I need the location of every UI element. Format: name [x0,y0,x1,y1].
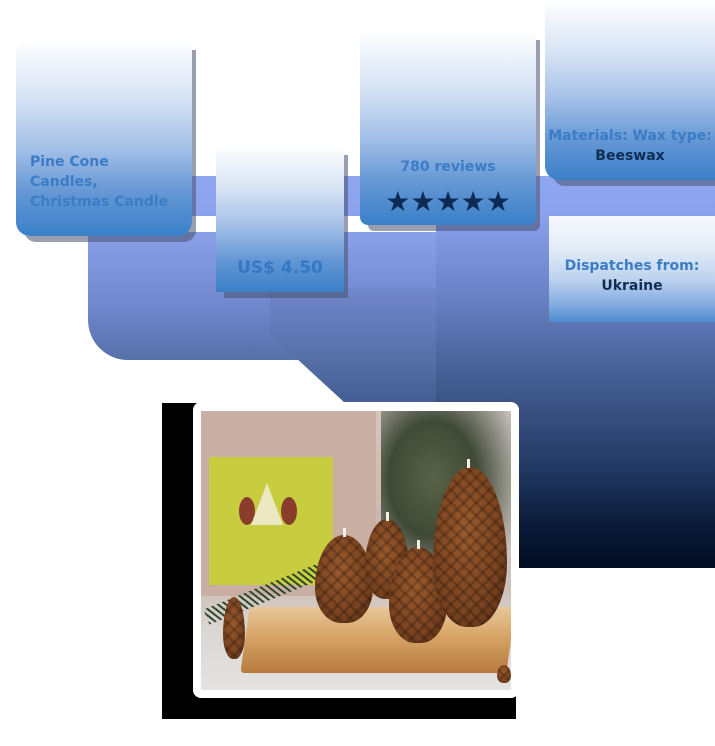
candle-wick [417,540,420,549]
dispatch-value: Ukraine [601,278,663,294]
candle-wick [467,459,470,468]
product-reviews-card: 780 reviews ★ ★ ★ ★ ★ [360,30,536,225]
star-icon: ★ [460,185,486,218]
logo-leaf-right [281,497,297,525]
star-rating: ★ ★ ★ ★ ★ [385,187,511,217]
materials-value: Beeswax [595,148,665,164]
logo-tree-icon [251,483,283,525]
candle-wick [386,512,389,521]
pine-cone-candle [433,467,507,627]
product-image[interactable] [201,411,511,690]
dispatch-card: Dispatches from: Ukraine [549,216,715,322]
star-icon: ★ [410,185,436,218]
dispatch-label: Dispatches from: [564,258,700,274]
small-pine-cone [497,665,511,683]
review-count: 780 reviews [400,159,496,175]
product-price-card: US$ 4.50 [216,145,344,292]
product-title-line-2: Christmas Candle [30,194,169,210]
product-title-line-1: Pine Cone Candles, [30,154,109,190]
materials-label: Materials: Wax type: [548,128,712,144]
star-icon: ★ [435,185,461,218]
star-icon: ★ [385,185,411,218]
candle-wick [343,528,346,537]
product-title-card: Pine Cone Candles, Christmas Candle [16,40,192,236]
pine-cone-candle [315,535,373,623]
small-pine-cone [223,597,245,659]
product-price: US$ 4.50 [237,258,323,278]
star-icon: ★ [485,185,511,218]
materials-card: Materials: Wax type: Beeswax [545,0,715,180]
